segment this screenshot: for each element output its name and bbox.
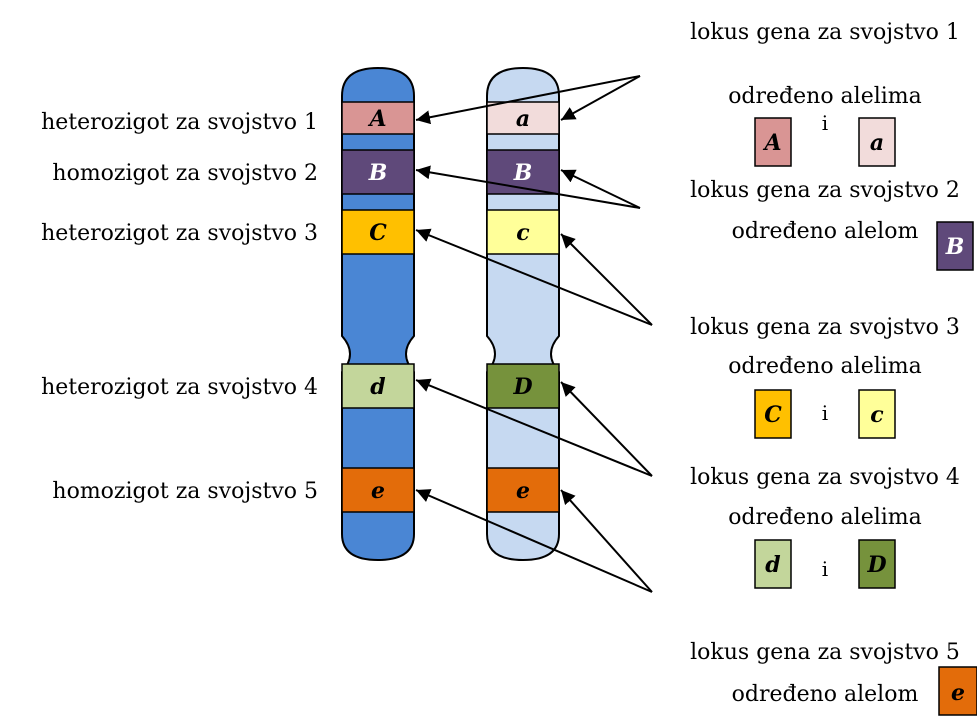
band-left-1 <box>341 101 415 135</box>
left-bands: A B C d e <box>341 101 415 513</box>
band-left-2-allele: B <box>368 160 388 186</box>
locus-3-line2: određeno alelima <box>728 354 922 379</box>
locus-1-line2: određeno alelima <box>728 84 922 109</box>
band-right-5 <box>486 467 560 513</box>
arrow-locus2-right <box>560 169 641 209</box>
band-left-4 <box>341 363 415 409</box>
arrow-locus5-right <box>560 489 653 593</box>
locus-2-allele-box-1 <box>936 221 974 271</box>
band-left-5-allele: e <box>371 478 385 504</box>
locus-3-allele-2: c <box>870 402 884 428</box>
band-left-1-allele: A <box>367 106 386 132</box>
band-right-2 <box>486 149 560 195</box>
locus-1: lokus gena za svojstvo 1 određeno alelim… <box>690 20 960 167</box>
locus-4: lokus gena za svojstvo 4 određeno alelim… <box>690 465 960 589</box>
band-right-5-allele: e <box>516 478 530 504</box>
right-bands: a B c D e <box>486 101 560 513</box>
locus-3-line1: lokus gena za svojstvo 3 <box>690 315 960 340</box>
locus-4-allele-box-1 <box>754 539 792 589</box>
arrows <box>415 75 653 593</box>
locus-5: lokus gena za svojstvo 5 određeno alelom… <box>690 640 977 716</box>
locus-1-conjunction: i <box>822 111 828 135</box>
locus-2-line1: lokus gena za svojstvo 2 <box>690 178 960 203</box>
arrow-locus4-left <box>415 378 653 477</box>
locus-1-line1: lokus gena za svojstvo 1 <box>690 20 960 45</box>
locus-4-line1: lokus gena za svojstvo 4 <box>690 465 960 490</box>
locus-5-line1: lokus gena za svojstvo 5 <box>690 640 960 665</box>
arrow-locus5-left <box>415 489 653 593</box>
locus-3-allele-box-1 <box>754 389 792 439</box>
locus-5-line2: određeno alelom <box>732 682 919 707</box>
band-left-3-allele: C <box>369 220 387 246</box>
left-label-1: heterozigot za svojstvo 1 <box>41 110 318 135</box>
locus-1-allele-box-2 <box>858 117 896 167</box>
band-left-5 <box>341 467 415 513</box>
locus-2: lokus gena za svojstvo 2 određeno alelom… <box>690 178 974 271</box>
band-right-4 <box>486 363 560 409</box>
band-left-4-allele: d <box>370 374 385 400</box>
left-label-3: heterozigot za svojstvo 3 <box>41 221 318 246</box>
band-right-2-allele: B <box>513 160 533 186</box>
left-label-4: heterozigot za svojstvo 4 <box>41 375 318 400</box>
locus-4-allele-2: D <box>866 552 886 578</box>
band-right-3-allele: c <box>516 220 530 246</box>
band-right-1-allele: a <box>516 106 530 132</box>
left-label-2: homozigot za svojstvo 2 <box>52 161 318 186</box>
left-label-5: homozigot za svojstvo 5 <box>52 479 318 504</box>
arrow-locus3-right <box>560 233 653 326</box>
arrow-locus1-right <box>560 75 641 121</box>
band-left-3 <box>341 209 415 255</box>
locus-1-allele-box-1 <box>754 117 792 167</box>
locus-5-allele-box-1 <box>938 666 977 716</box>
arrow-locus2-left <box>415 165 641 209</box>
left-labels: heterozigot za svojstvo 1 homozigot za s… <box>41 110 318 504</box>
locus-2-allele-1: B <box>945 234 965 260</box>
locus-4-allele-1: d <box>765 552 780 578</box>
locus-5-allele-1: e <box>951 680 965 706</box>
band-left-2 <box>341 149 415 195</box>
locus-3-allele-box-2 <box>858 389 896 439</box>
locus-1-allele-1: A <box>762 130 781 156</box>
locus-4-allele-box-2 <box>858 539 896 589</box>
locus-4-conjunction: i <box>822 557 828 581</box>
locus-4-line2: određeno alelima <box>728 505 922 530</box>
band-right-3 <box>486 209 560 255</box>
band-right-4-allele: D <box>512 374 532 400</box>
locus-3-conjunction: i <box>822 401 828 425</box>
locus-2-line2: određeno alelom <box>732 219 919 244</box>
locus-3-allele-1: C <box>764 402 782 428</box>
locus-3: lokus gena za svojstvo 3 određeno alelim… <box>690 315 960 439</box>
arrow-locus4-right <box>560 381 653 477</box>
arrow-locus1-left <box>415 75 641 125</box>
locus-1-allele-2: a <box>870 130 884 156</box>
band-right-1 <box>486 101 560 135</box>
arrow-locus3-left <box>415 228 653 326</box>
